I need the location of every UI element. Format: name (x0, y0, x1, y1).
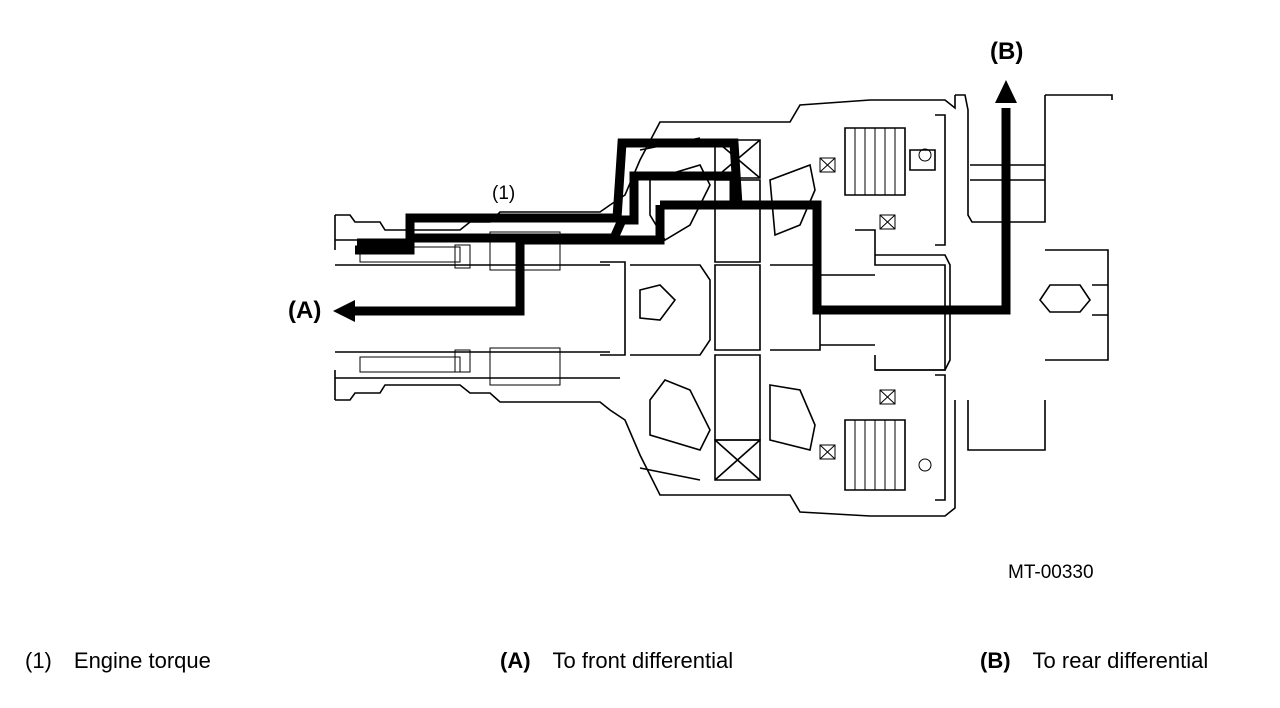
legend-key-1: (1) (25, 648, 52, 673)
clutch-pack-lower (819, 374, 946, 501)
legend-item-b: (B) To rear differential (980, 645, 1208, 677)
torque-flow-path (350, 108, 1011, 316)
figure-code: MT-00330 (1008, 562, 1094, 583)
callout-b-label: (B) (990, 38, 1023, 65)
callout-a-label: (A) (288, 297, 321, 324)
housing-outline (335, 94, 1113, 517)
clutch-pack-upper (819, 114, 946, 371)
legend-item-1: (1) Engine torque (25, 645, 211, 677)
callout-1-label: (1) (492, 183, 515, 204)
legend-key-b: (B) (980, 648, 1011, 673)
legend-text-1: Engine torque (73, 648, 211, 673)
transfer-diagram: (1) (A) (B) MT-00330 (288, 38, 1113, 583)
legend-text-a: To front differential (552, 648, 734, 673)
arrow-a-head (333, 300, 355, 322)
legend-item-a: (A) To front differential (500, 645, 733, 677)
arrow-b-head (995, 80, 1017, 103)
legend-text-b: To rear differential (1032, 648, 1209, 673)
legend-key-a: (A) (500, 648, 531, 673)
